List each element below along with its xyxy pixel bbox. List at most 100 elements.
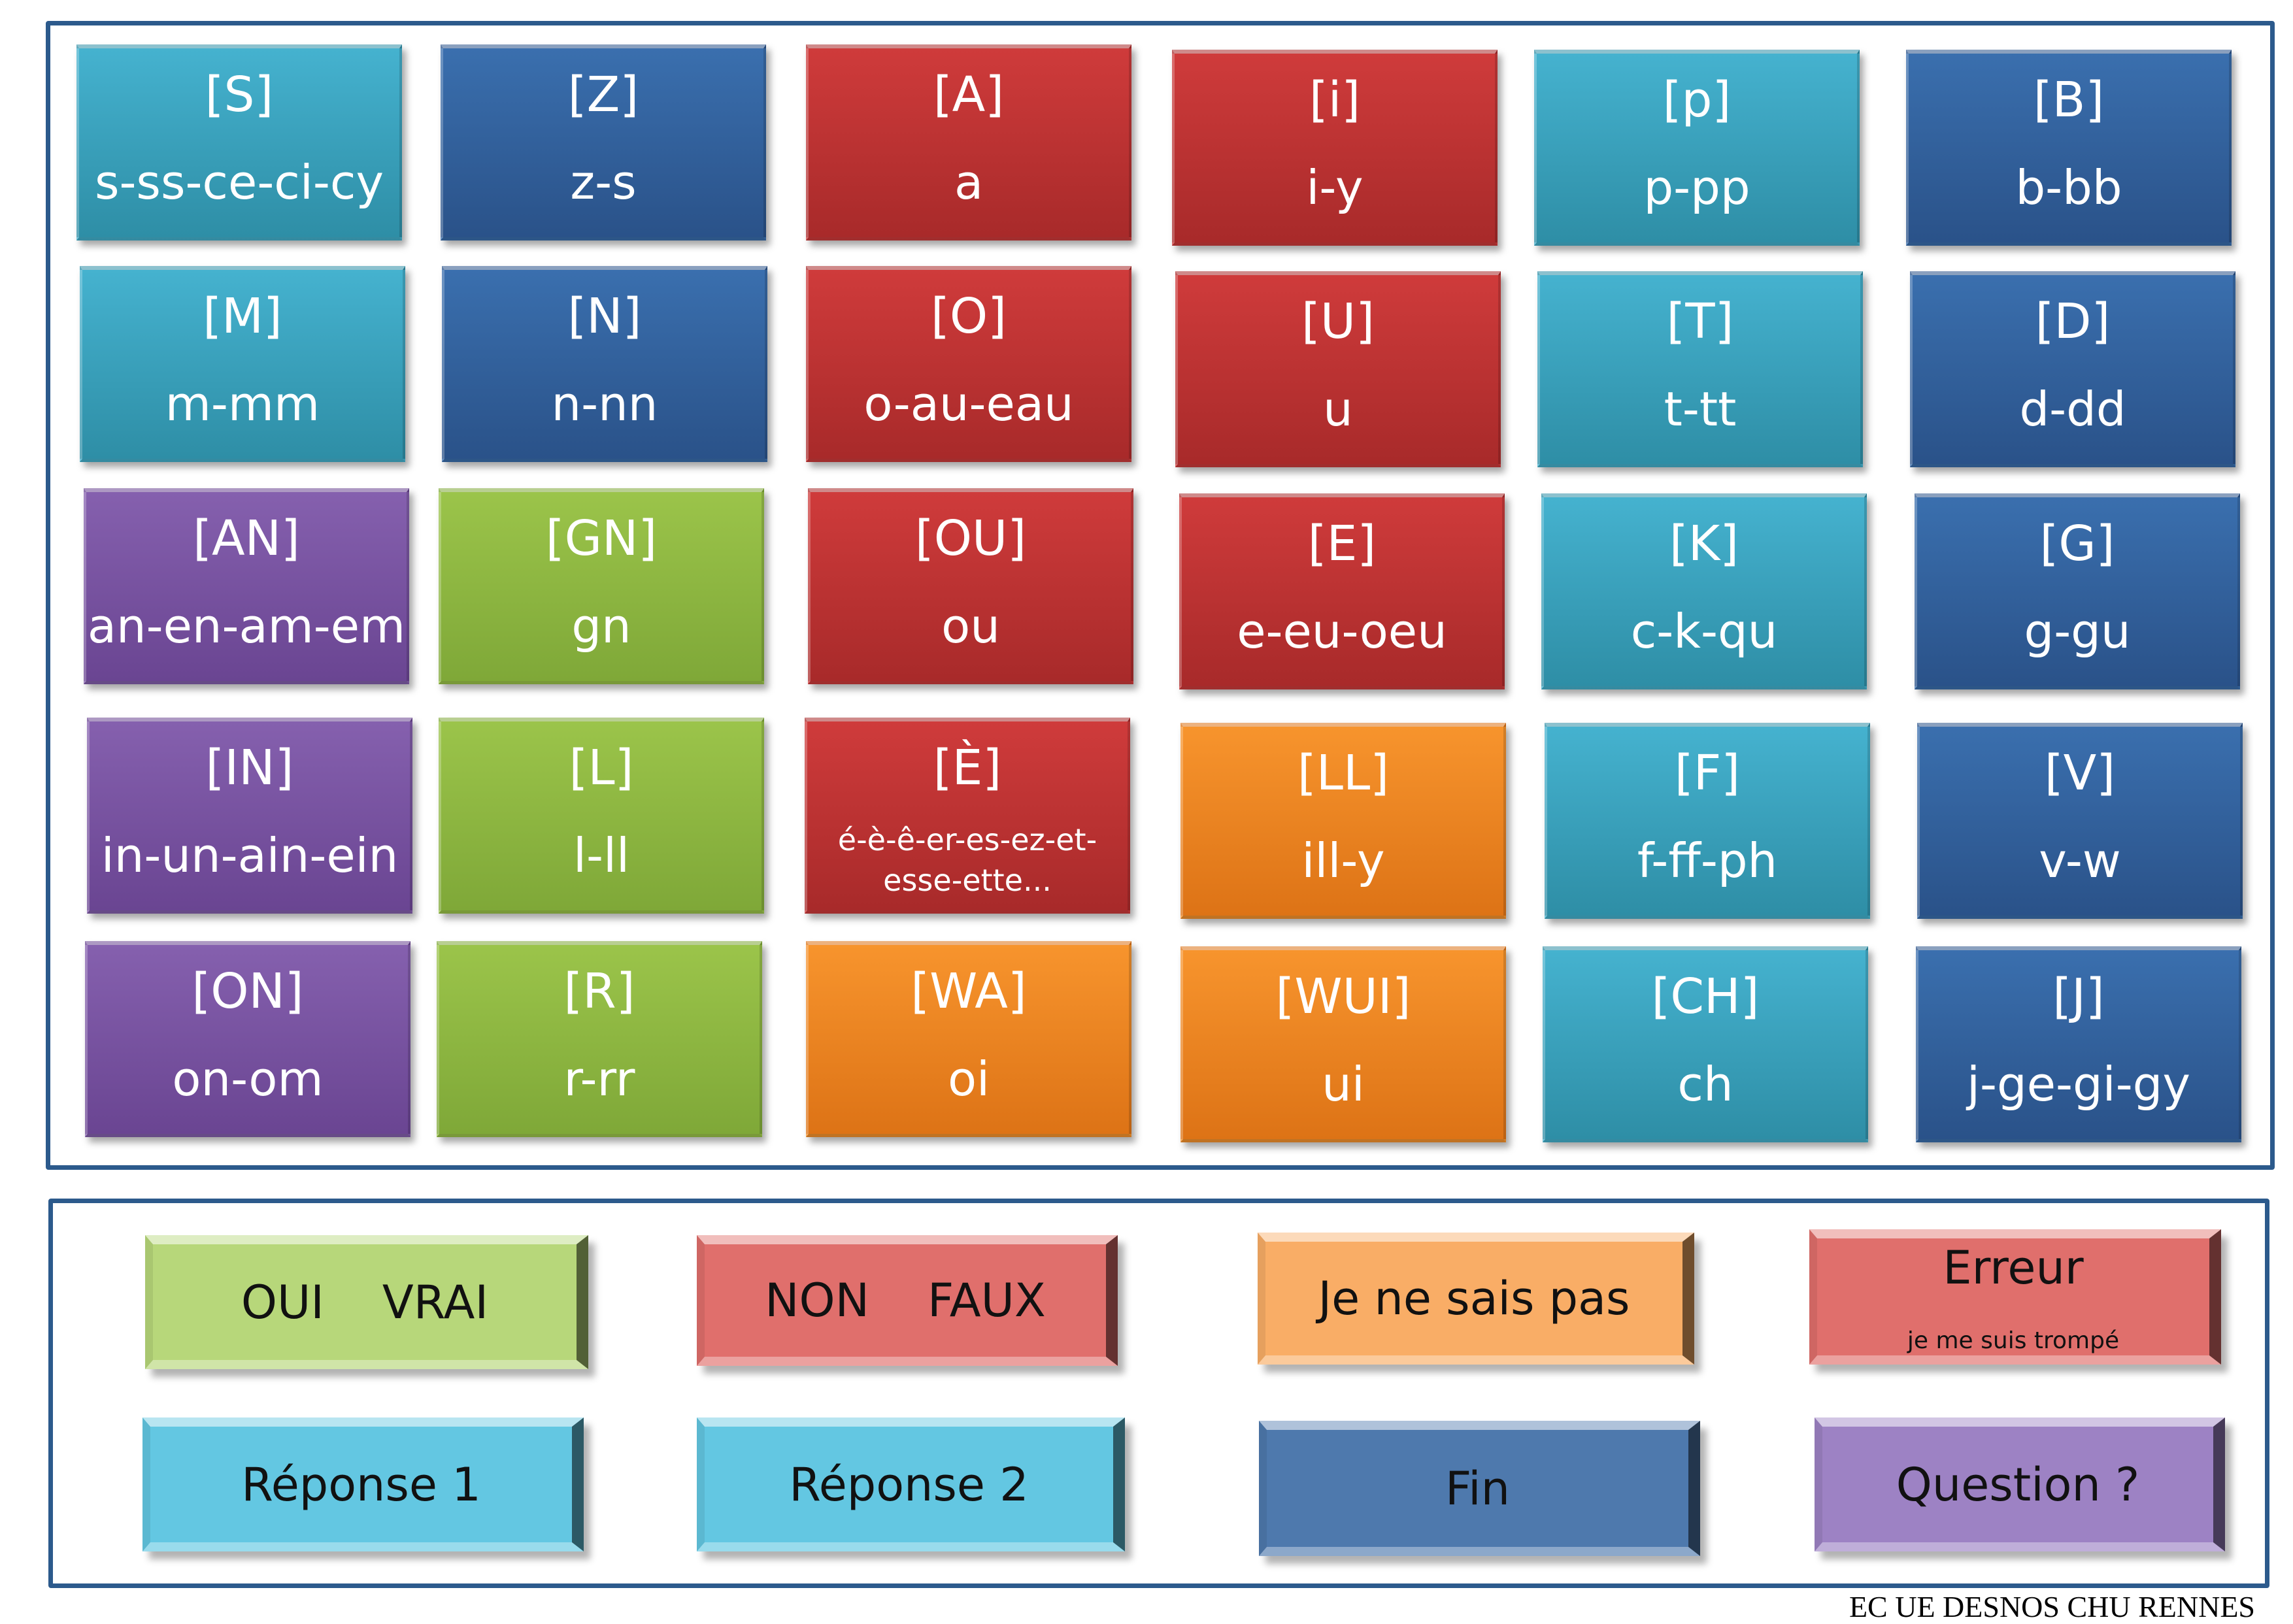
answer-1-label: Réponse 1 — [241, 1457, 481, 1512]
phoneme-tile[interactable]: [O] o-au-eau — [806, 266, 1131, 462]
answer-buttons-frame — [48, 1199, 2269, 1588]
answer-1-button[interactable]: Réponse 1 — [142, 1417, 584, 1551]
grapheme-label: e-eu-oeu — [1237, 604, 1447, 659]
phoneme-tile[interactable]: [G] g-gu — [1915, 493, 2240, 689]
phoneme-label: [K] — [1669, 516, 1739, 572]
grapheme-label: f-ff-ph — [1637, 833, 1778, 888]
error-sublabel: je me suis trompé — [1907, 1327, 2120, 1354]
grapheme-label: m-mm — [165, 376, 320, 431]
grapheme-label: z-s — [570, 155, 637, 210]
grapheme-label: i-y — [1306, 160, 1364, 215]
phoneme-tile[interactable]: [CH] ch — [1543, 946, 1868, 1142]
grapheme-label: p-pp — [1643, 160, 1750, 215]
phoneme-label: [U] — [1301, 293, 1375, 350]
phoneme-label: [È] — [933, 740, 1002, 796]
phoneme-label: [IN] — [205, 740, 294, 796]
phoneme-tile[interactable]: [S] s-ss-ce-ci-cy — [76, 44, 402, 240]
phoneme-label: [i] — [1309, 72, 1361, 128]
grapheme-label: on-om — [172, 1052, 324, 1106]
question-label: Question ? — [1896, 1457, 2140, 1512]
phoneme-tile[interactable]: [M]m-mm — [80, 266, 405, 462]
phoneme-tile[interactable]: [p]p-pp — [1534, 50, 1860, 246]
grapheme-label: u — [1323, 382, 1353, 437]
grapheme-label: é-è-ê-er-es-ez-et-esse-ette... — [837, 822, 1097, 898]
grapheme-label: n-nn — [551, 376, 658, 431]
footer-credit: EC UE DESNOS CHU RENNES — [1849, 1590, 2255, 1623]
phoneme-label: [CH] — [1651, 969, 1760, 1025]
grapheme-label: ill-y — [1301, 833, 1385, 888]
phoneme-tile[interactable]: [J] j-ge-gi-gy — [1916, 946, 2241, 1142]
phoneme-tile[interactable]: [i] i-y — [1172, 50, 1498, 246]
grapheme-label: a — [954, 155, 984, 210]
grapheme-label: j-ge-gi-gy — [1967, 1057, 2190, 1112]
no-false-label: NON FAUX — [765, 1274, 1046, 1327]
dont-know-button[interactable]: Je ne sais pas — [1258, 1233, 1694, 1365]
phoneme-label: [O] — [931, 288, 1007, 344]
phoneme-tile[interactable]: [F] f-ff-ph — [1545, 723, 1870, 919]
phoneme-label: [G] — [2039, 516, 2115, 572]
phoneme-label: [B] — [2033, 72, 2105, 128]
phoneme-grid-frame — [46, 21, 2275, 1170]
phoneme-tile[interactable]: [D] d-dd — [1910, 271, 2235, 467]
grapheme-label: o-au-eau — [863, 376, 1074, 431]
phoneme-tile[interactable]: [K] c-k-qu — [1541, 493, 1867, 689]
phoneme-tile[interactable]: [T]t-tt — [1537, 271, 1863, 467]
phoneme-label: [ON] — [192, 963, 304, 1019]
phoneme-tile[interactable]: [U] u — [1175, 271, 1501, 467]
phoneme-tile[interactable]: [R] r-rr — [437, 941, 762, 1137]
phoneme-tile[interactable]: [E]e-eu-oeu — [1179, 493, 1505, 689]
phoneme-tile[interactable]: [OU]ou — [808, 488, 1133, 684]
phoneme-tile[interactable]: [A] a — [806, 44, 1131, 240]
phoneme-label: [N] — [567, 288, 642, 344]
phoneme-label: [LL] — [1297, 745, 1390, 801]
grapheme-label: oi — [947, 1052, 990, 1106]
grapheme-label: c-k-qu — [1630, 604, 1778, 659]
grapheme-label: t-tt — [1664, 382, 1737, 437]
grapheme-label: v-w — [2039, 833, 2121, 888]
phoneme-label: [WUI] — [1275, 969, 1411, 1025]
error-label: Erreur — [1943, 1241, 2084, 1295]
grapheme-label: l-ll — [573, 828, 629, 883]
answer-2-button[interactable]: Réponse 2 — [697, 1417, 1125, 1551]
grapheme-label: g-gu — [2024, 604, 2131, 659]
grapheme-label: r-rr — [563, 1052, 635, 1106]
grapheme-label: in-un-ain-ein — [101, 828, 399, 883]
yes-true-button[interactable]: OUI VRAI — [145, 1235, 588, 1369]
phoneme-tile[interactable]: [IN] in-un-ain-ein — [87, 718, 412, 914]
phoneme-tile[interactable]: [AN] an-en-am-em — [84, 488, 409, 684]
grapheme-label: d-dd — [2019, 382, 2126, 437]
phoneme-tile[interactable]: [N] n-nn — [442, 266, 767, 462]
phoneme-tile[interactable]: [Z] z-s — [441, 44, 766, 240]
phoneme-tile[interactable]: [WA] oi — [806, 941, 1131, 1137]
phoneme-tile[interactable]: [LL] ill-y — [1180, 723, 1506, 919]
no-false-button[interactable]: NON FAUX — [697, 1235, 1118, 1366]
phoneme-label: [Z] — [567, 67, 639, 123]
phoneme-label: [AN] — [193, 510, 300, 567]
phoneme-label: [V] — [2044, 745, 2116, 801]
phoneme-tile[interactable]: [L]l-ll — [439, 718, 764, 914]
phoneme-label: [S] — [205, 67, 274, 123]
phoneme-tile[interactable]: [È] é-è-ê-er-es-ez-et-esse-ette... — [805, 718, 1130, 914]
phoneme-label: [A] — [933, 67, 1005, 123]
phoneme-tile[interactable]: [V] v-w — [1917, 723, 2243, 919]
grapheme-label: gn — [571, 599, 631, 654]
phoneme-tile[interactable]: [ON] on-om — [85, 941, 410, 1137]
end-button[interactable]: Fin — [1259, 1421, 1700, 1556]
phoneme-tile[interactable]: [WUI]ui — [1180, 946, 1506, 1142]
grapheme-label: an-en-am-em — [87, 599, 406, 654]
phoneme-label: [WA] — [911, 963, 1027, 1019]
end-label: Fin — [1445, 1461, 1510, 1516]
phoneme-label: [R] — [563, 963, 635, 1019]
phoneme-label: [J] — [2052, 969, 2105, 1025]
grapheme-label: b-bb — [2015, 160, 2122, 215]
phoneme-label: [D] — [2035, 293, 2111, 350]
grapheme-label: s-ss-ce-ci-cy — [94, 155, 384, 210]
question-button[interactable]: Question ? — [1815, 1417, 2225, 1551]
phoneme-label: [F] — [1674, 745, 1741, 801]
answer-2-label: Réponse 2 — [789, 1457, 1029, 1512]
grapheme-label: ch — [1677, 1057, 1733, 1112]
phoneme-label: [GN] — [545, 510, 658, 567]
phoneme-tile[interactable]: [GN] gn — [439, 488, 764, 684]
phoneme-tile[interactable]: [B] b-bb — [1906, 50, 2232, 246]
error-button[interactable]: Erreur je me suis trompé — [1809, 1229, 2221, 1365]
